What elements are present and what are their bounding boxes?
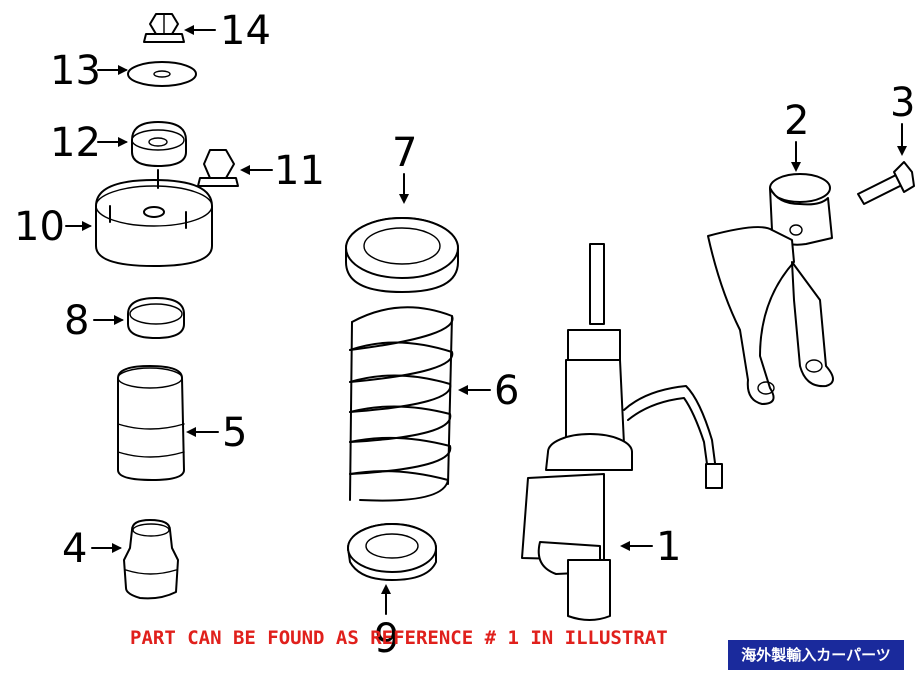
part-11-nut	[197, 149, 239, 187]
callout-9: 9	[374, 616, 399, 662]
import-parts-badge: 海外製輸入カーパーツ	[728, 640, 904, 670]
part-8-bump-ring	[127, 297, 185, 339]
callout-13: 13	[50, 48, 101, 94]
part-12-upper-mount-bushing	[131, 121, 187, 167]
part-1-strut-assembly	[521, 243, 723, 621]
part-3-bolt	[857, 161, 915, 205]
part-13-washer	[127, 61, 197, 87]
part-10-strut-mount	[95, 169, 213, 267]
callout-12: 12	[50, 120, 101, 166]
callout-3: 3	[890, 80, 915, 126]
part-14-nut	[143, 13, 185, 43]
part-7-spring-seat	[345, 217, 459, 293]
callout-6: 6	[494, 368, 519, 414]
callout-7: 7	[392, 130, 417, 176]
part-9-spring-pad	[347, 523, 437, 581]
callout-14: 14	[220, 8, 271, 54]
part-5-dust-boot	[117, 365, 185, 481]
callout-11: 11	[274, 148, 325, 194]
callout-4: 4	[62, 526, 87, 572]
reference-notice: PART CAN BE FOUND AS REFERENCE # 1 IN IL…	[130, 627, 668, 649]
callout-arrows	[65, 25, 907, 615]
callout-2: 2	[784, 98, 809, 144]
part-4-bump-stop	[123, 519, 179, 600]
callout-10: 10	[14, 204, 65, 250]
callout-5: 5	[222, 410, 247, 456]
part-6-coil-spring	[349, 306, 454, 502]
part-2-bracket	[707, 173, 834, 405]
callout-1: 1	[656, 524, 681, 570]
callout-8: 8	[64, 298, 89, 344]
